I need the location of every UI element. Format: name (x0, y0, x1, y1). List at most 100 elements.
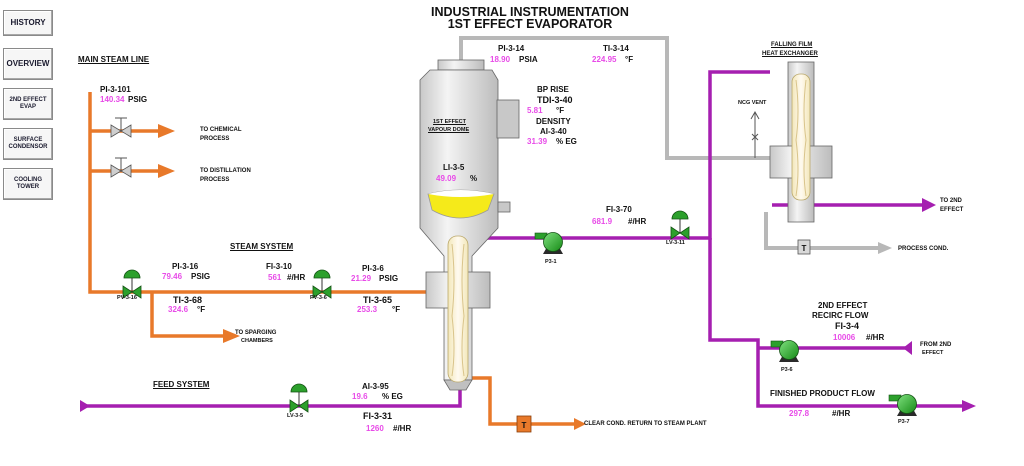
pi-3-101-unit: PSIG (128, 95, 148, 104)
lv-3-11-valve[interactable] (670, 210, 690, 240)
manual-valve-distillation (110, 157, 132, 178)
p3-7-tag: P3-7 (898, 419, 910, 425)
to-distillation-label: TO DISTILLATION (200, 168, 251, 174)
recirc-label-line1: 2ND EFFECT (818, 301, 868, 310)
pi-3-6-tag: PI-3-6 (362, 264, 384, 273)
fi-3-31-value: 1260 (366, 424, 384, 433)
fi-3-4-value: 10006 (833, 333, 856, 342)
pi-3-14-value: 18.90 (490, 55, 511, 64)
to-sparging-label-2: CHAMBERS (241, 338, 273, 344)
pi-3-6-value: 21.29 (351, 274, 372, 283)
pi-3-16-unit: PSIG (191, 272, 211, 281)
liquor-lines (80, 70, 966, 408)
li-3-5-tag: LI-3-5 (443, 163, 465, 172)
to-sparging-label: TO SPARGING (235, 330, 277, 336)
page-subtitle: 1ST EFFECT EVAPORATOR (447, 17, 613, 31)
fi-3-70-unit: #/HR (628, 217, 647, 226)
trap-clear-cond: T (516, 415, 532, 433)
fi-3-4-tag: FI-3-4 (835, 321, 860, 331)
falling-film-label: FALLING FILM (771, 42, 813, 48)
pv-3-16-tag: PV-3-16 (117, 295, 137, 301)
ai-3-95-unit: % EG (382, 392, 403, 401)
fi-3-70-tag: FI-3-70 (606, 205, 632, 214)
vapour-dome-label-line2: VAPOUR DOME (428, 127, 470, 133)
steam-system-label: STEAM SYSTEM (230, 242, 294, 251)
tdi-3-40-value: 5.81 (527, 106, 543, 115)
pi-3-14-unit: PSIA (519, 55, 538, 64)
nav-overview-button[interactable]: OVERVIEW (3, 48, 53, 80)
fi-3-70-value: 681.9 (592, 217, 613, 226)
ncg-vent-label: NCG VENT (738, 100, 767, 106)
page-title: INDUSTRIAL INSTRUMENTATION (431, 5, 629, 19)
ti-3-65-value: 253.3 (357, 305, 378, 314)
process-cond-arrow (878, 242, 892, 254)
tdi-3-40-unit: °F (556, 106, 565, 115)
nav-2nd-effect-evap-button[interactable]: 2ND EFFECT EVAP (3, 88, 53, 120)
svg-text:T: T (522, 421, 527, 430)
svg-text:T: T (802, 244, 807, 253)
p3-6-tag: P3-6 (781, 367, 793, 373)
finished-product-flow-unit: #/HR (832, 409, 851, 418)
nav-history-button[interactable]: HISTORY (3, 10, 53, 36)
nav-cooling-tower-button[interactable]: COOLING TOWER (3, 168, 53, 200)
ti-3-65-unit: °F (392, 305, 401, 314)
feed-system-label: FEED SYSTEM (153, 380, 210, 389)
nav-surface-condensor-button[interactable]: SURFACE CONDENSOR (3, 128, 53, 160)
ai-3-95-value: 19.6 (352, 392, 368, 401)
li-3-5-unit: % (470, 174, 478, 183)
ai-3-40-unit: % EG (556, 137, 577, 146)
lv-3-11-tag: LV-3-11 (666, 240, 685, 246)
to-chemical-label-2: PROCESS (200, 136, 230, 142)
ti-3-68-value: 324.6 (168, 305, 189, 314)
clear-cond-label: CLEAR COND. RETURN TO STEAM PLANT (584, 421, 707, 427)
steam-arrows (158, 124, 586, 430)
fi-3-31-tag: FI-3-31 (363, 411, 393, 421)
ti-3-14-unit: °F (625, 55, 634, 64)
pv-3-6-valve[interactable] (312, 269, 332, 299)
from-2nd-effect-label: FROM 2ND (920, 342, 952, 348)
pi-3-14-tag: PI-3-14 (498, 44, 525, 53)
pi-3-101-tag: PI-3-101 (100, 85, 131, 94)
to-2nd-effect-label-2: EFFECT (940, 207, 964, 213)
liquor-arrows (80, 198, 976, 412)
fi-3-31-unit: #/HR (393, 424, 412, 433)
ti-3-68-tag: TI-3-68 (173, 295, 203, 305)
p3-7-pump[interactable] (888, 394, 917, 417)
tdi-3-40-tag: TDI-3-40 (537, 95, 573, 105)
heat-exchanger (769, 61, 833, 223)
ti-3-14-tag: TI-3-14 (603, 44, 629, 53)
ai-3-40-tag: AI-3-40 (540, 127, 567, 136)
lv-3-5-valve[interactable] (289, 383, 309, 413)
ti-3-68-unit: °F (197, 305, 206, 314)
p3-1-tag: P3-1 (545, 259, 557, 265)
vapour-dome-label-line1: 1ST EFFECT (433, 119, 467, 125)
ai-3-40-caption: DENSITY (536, 117, 571, 126)
fi-3-4-unit: #/HR (866, 333, 885, 342)
pi-3-101-value: 140.34 (100, 95, 125, 104)
evaporator-vessel (419, 59, 520, 391)
fi-3-10-tag: FI-3-10 (266, 262, 292, 271)
trap-process-cond: T (797, 239, 811, 255)
finished-product-label: FINISHED PRODUCT FLOW (770, 389, 875, 398)
fi-3-10-unit: #/HR (287, 273, 306, 282)
vapour-line (459, 36, 881, 250)
pi-3-6-unit: PSIG (379, 274, 399, 283)
ti-3-65-tag: TI-3-65 (363, 295, 393, 305)
main-steam-line-label: MAIN STEAM LINE (78, 55, 150, 64)
pv-3-16-valve[interactable] (122, 269, 142, 299)
steam-lines (88, 92, 578, 426)
to-distillation-label-2: PROCESS (200, 177, 230, 183)
p3-6-pump[interactable] (770, 340, 799, 363)
ncg-vent-valve (750, 110, 760, 158)
manual-valve-chemical (110, 117, 132, 138)
pi-3-16-tag: PI-3-16 (172, 262, 199, 271)
to-chemical-label: TO CHEMICAL (200, 127, 242, 133)
pv-3-6-tag: PV-3-6 (310, 295, 327, 301)
ti-3-14-value: 224.95 (592, 55, 617, 64)
recirc-label-line2: RECIRC FLOW (812, 311, 869, 320)
p3-1-pump[interactable] (534, 232, 563, 255)
lv-3-5-tag: LV-3-5 (287, 413, 304, 419)
li-3-5-value: 49.09 (436, 174, 457, 183)
ai-3-95-tag: AI-3-95 (362, 382, 389, 391)
